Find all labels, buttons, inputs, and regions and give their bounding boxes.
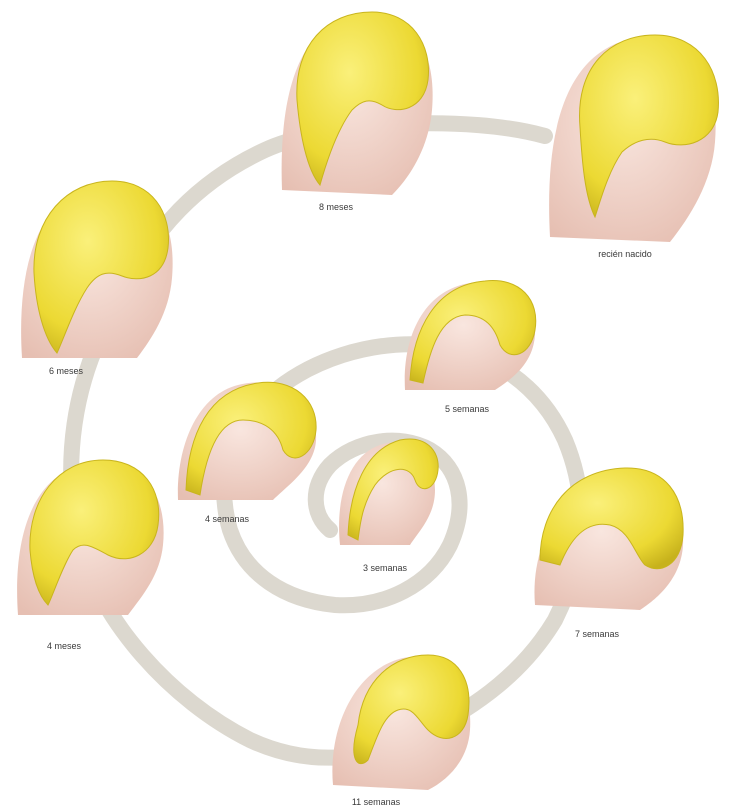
label-8-months: 8 meses	[319, 202, 353, 212]
stage-5-weeks-figure	[405, 281, 536, 390]
label-7-weeks: 7 semanas	[575, 629, 619, 639]
stage-11-weeks-figure	[332, 655, 470, 790]
label-3-weeks: 3 semanas	[363, 563, 407, 573]
label-4-months: 4 meses	[47, 641, 81, 651]
label-11-weeks: 11 semanas	[352, 797, 400, 807]
label-4-weeks: 4 semanas	[205, 514, 249, 524]
stage-4-weeks-figure	[178, 382, 316, 500]
label-6-months: 6 meses	[49, 366, 83, 376]
stage-8-months-figure	[282, 12, 433, 195]
stage-4-months-figure	[17, 460, 164, 615]
stage-7-weeks-figure	[534, 468, 683, 610]
label-newborn: recién nacido	[598, 249, 652, 259]
label-5-weeks: 5 semanas	[445, 404, 489, 414]
stage-newborn-figure	[549, 35, 718, 242]
stage-6-months-figure	[21, 181, 173, 358]
